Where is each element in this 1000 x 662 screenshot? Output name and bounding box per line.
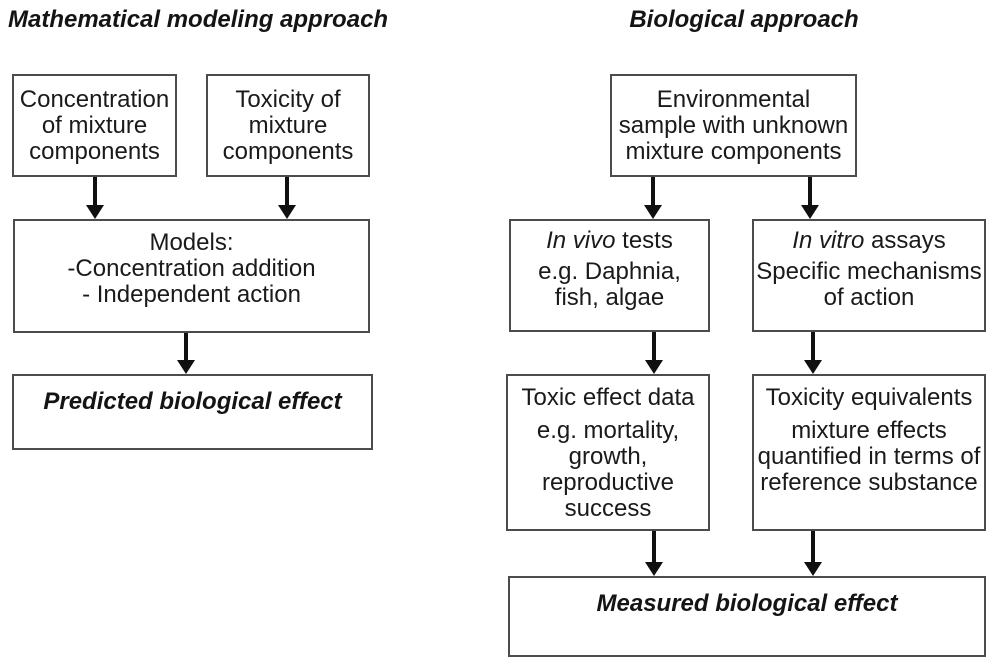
box-line: e.g. Daphnia, — [538, 258, 681, 285]
box-line: Toxicity of — [235, 85, 341, 113]
box-line: -Concentration addition — [67, 255, 316, 282]
arrow-down-icon — [645, 531, 663, 576]
arrow-down-icon — [804, 531, 822, 576]
box-line: of mixture — [41, 111, 148, 139]
in-vivo-italic: In vivo — [546, 227, 616, 254]
toxicity-equivalents-box: Toxicity equivalents mixture effects qua… — [752, 374, 986, 531]
arrow-down-icon — [278, 177, 296, 219]
box-line: mixture components — [625, 137, 842, 165]
in-vivo-tests-box: In vivo tests e.g. Daphnia, fish, algae — [509, 219, 710, 332]
box-line: fish, algae — [554, 284, 665, 311]
in-vitro-rest: assays — [864, 227, 946, 254]
toxic-effect-data-box: Toxic effect data e.g. mortality, growth… — [506, 374, 710, 531]
box-line: Models: — [149, 229, 234, 256]
box-line: growth, — [568, 443, 648, 470]
in-vitro-assays-box: In vitro assays Specific mechanisms of a… — [752, 219, 986, 332]
box-line: reference substance — [760, 469, 978, 496]
in-vitro-italic: In vitro — [792, 227, 865, 254]
arrow-down-icon — [804, 332, 822, 374]
box-line: reproductive — [541, 469, 675, 496]
arrow-down-icon — [644, 177, 662, 219]
box-line: Toxicity equivalents — [765, 384, 973, 411]
box-line: components — [222, 137, 354, 165]
arrow-down-icon — [177, 333, 195, 374]
box-line: components — [29, 137, 160, 165]
toxicity-components-box: Toxicity of mixture components — [206, 74, 370, 177]
predicted-effect-box: Predicted biological effect — [12, 374, 373, 450]
biological-approach-title: Biological approach — [629, 6, 859, 33]
box-line: In vivo tests — [546, 228, 673, 254]
box-line: Measured biological effect — [596, 590, 898, 617]
box-line: mixture effects — [791, 417, 947, 444]
box-line: e.g. mortality, — [536, 417, 680, 444]
box-line: Concentration — [19, 85, 170, 113]
box-line: sample with unknown — [618, 111, 849, 139]
concentration-components-box: Concentration of mixture components — [12, 74, 177, 177]
box-line: Environmental — [656, 85, 811, 113]
box-line: success — [564, 495, 652, 522]
measured-effect-box: Measured biological effect — [508, 576, 986, 657]
box-line: Toxic effect data — [521, 384, 695, 411]
box-line: quantified in terms of — [757, 443, 981, 470]
in-vivo-rest: tests — [615, 227, 673, 254]
box-line: Predicted biological effect — [43, 388, 342, 415]
models-box: Models: -Concentration addition - Indepe… — [13, 219, 370, 333]
box-line: - Independent action — [82, 281, 301, 308]
arrow-down-icon — [801, 177, 819, 219]
mathematical-approach-title: Mathematical modeling approach — [8, 6, 389, 33]
environmental-sample-box: Environmental sample with unknown mixtur… — [610, 74, 857, 177]
box-line: mixture — [248, 111, 328, 139]
box-line: of action — [823, 284, 915, 311]
arrow-down-icon — [86, 177, 104, 219]
box-line: In vitro assays — [792, 228, 945, 254]
arrow-down-icon — [645, 332, 663, 374]
box-line: Specific mechanisms — [756, 258, 982, 285]
